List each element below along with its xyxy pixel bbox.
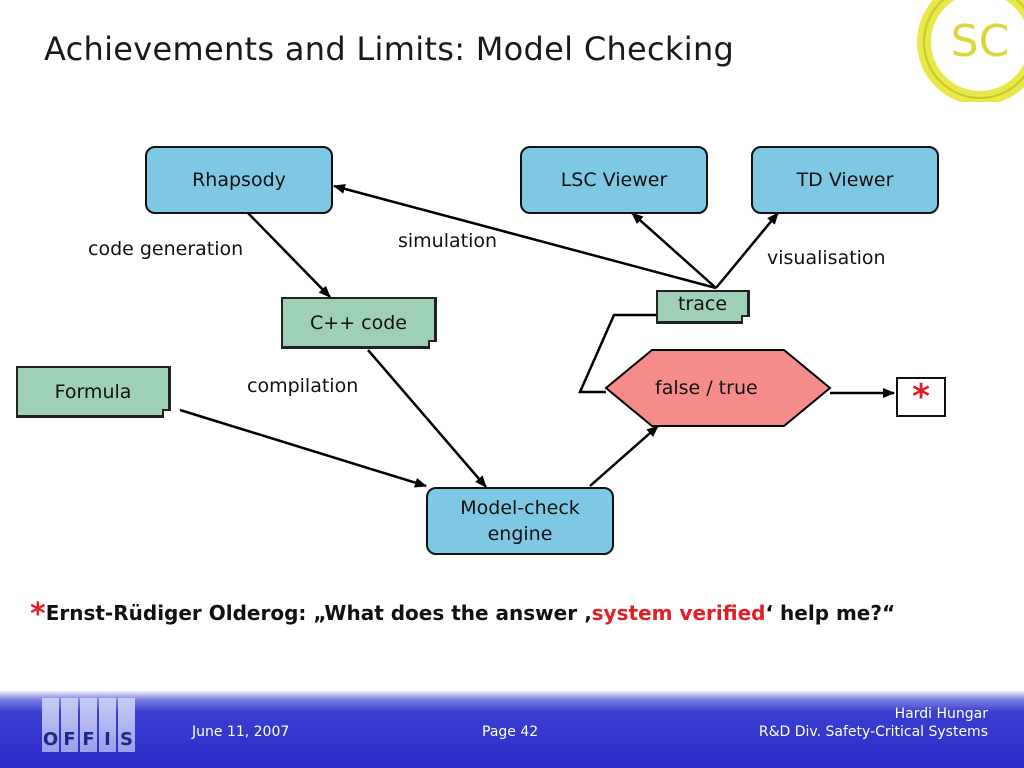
model-check-engine-node: Model-check engine bbox=[426, 487, 614, 555]
lsc-viewer-node: LSC Viewer bbox=[520, 146, 708, 214]
trace-label: trace bbox=[677, 292, 728, 315]
arrow-engine-to-result bbox=[589, 425, 659, 487]
arrow-simulation bbox=[333, 184, 717, 290]
simulation-label: simulation bbox=[398, 230, 498, 252]
footer-page: Page 42 bbox=[482, 724, 539, 740]
footer-author: Hardi Hungar bbox=[894, 706, 988, 722]
compilation-label: compilation bbox=[247, 375, 359, 397]
rhapsody-label: Rhapsody bbox=[192, 169, 286, 191]
offis-letter: I bbox=[99, 698, 116, 752]
formula-label: Formula bbox=[54, 380, 132, 403]
footer-date: June 11, 2007 bbox=[192, 724, 290, 740]
code-generation-label: code generation bbox=[88, 238, 244, 260]
arrow-formula-to-engine bbox=[179, 408, 427, 488]
td-viewer-label: TD Viewer bbox=[796, 169, 894, 191]
arrow-to-lsc-viewer bbox=[631, 212, 717, 289]
offis-letter: O bbox=[42, 698, 59, 752]
slide-title: Achievements and Limits: Model Checking bbox=[44, 30, 735, 68]
sc-logo: SC bbox=[917, 0, 1024, 102]
trace-node: trace bbox=[656, 290, 750, 324]
footer-division: R&D Div. Safety-Critical Systems bbox=[758, 724, 988, 740]
sc-logo-text: SC bbox=[951, 16, 1010, 67]
quote-prefix: Ernst-Rüdiger Olderog: „What does the an… bbox=[45, 601, 592, 625]
model-check-engine-label-line1: Model-check bbox=[460, 497, 580, 519]
offis-letter: F bbox=[61, 698, 78, 752]
offis-letter: S bbox=[118, 698, 135, 752]
arrow-code-generation bbox=[247, 212, 331, 298]
arrow-compilation bbox=[367, 349, 487, 488]
footnote-star: * bbox=[912, 377, 930, 417]
quote-suffix: ‘ help me?“ bbox=[765, 601, 896, 625]
footer-bar bbox=[0, 690, 1024, 768]
model-check-engine-label-line2: engine bbox=[487, 523, 553, 545]
quote-highlight: system verified bbox=[591, 601, 766, 625]
offis-logo: O F F I S bbox=[42, 698, 135, 752]
cpp-code-label: C++ code bbox=[310, 311, 407, 334]
arrow-visualisation bbox=[715, 212, 779, 289]
result-label: false / true bbox=[655, 377, 758, 399]
result-hexagon bbox=[604, 349, 832, 427]
visualisation-label: visualisation bbox=[767, 247, 886, 269]
footnote-quote: *Ernst-Rüdiger Olderog: „What does the a… bbox=[30, 598, 960, 630]
quote-star: * bbox=[30, 597, 46, 632]
td-viewer-node: TD Viewer bbox=[751, 146, 939, 214]
cpp-code-node: C++ code bbox=[281, 297, 437, 349]
connector-result-to-trace bbox=[578, 313, 656, 394]
diagram-connectors bbox=[179, 184, 895, 488]
formula-node: Formula bbox=[16, 366, 171, 418]
rhapsody-node: Rhapsody bbox=[145, 146, 333, 214]
offis-letter: F bbox=[80, 698, 97, 752]
lsc-viewer-label: LSC Viewer bbox=[560, 169, 668, 191]
footnote-star-box: * bbox=[896, 377, 946, 417]
